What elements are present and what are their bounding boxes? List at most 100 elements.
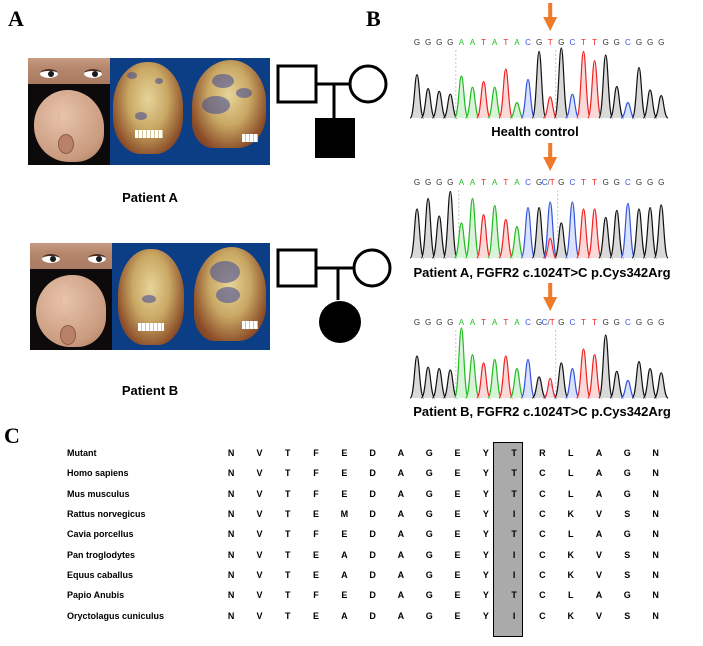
species-name: Oryctolagus cuniculus — [67, 610, 165, 621]
trace-peak-G — [553, 362, 569, 399]
trace-peak-T — [587, 59, 603, 119]
trace-peak-G — [653, 204, 669, 259]
base-call: A — [459, 38, 465, 47]
residue: I — [512, 569, 516, 580]
trace-peak-C — [520, 78, 536, 119]
residue: E — [341, 529, 348, 540]
trace-peak-T — [576, 208, 591, 259]
residue: V — [256, 529, 263, 540]
residue: A — [397, 590, 405, 601]
base-call: T — [548, 38, 553, 47]
patient-b-pedigree — [276, 248, 392, 343]
residue: A — [397, 610, 405, 621]
patient-a-face-photos — [28, 58, 110, 165]
residue: D — [369, 448, 376, 459]
trace-peak-C — [564, 367, 580, 399]
trace-peak-G — [409, 355, 425, 399]
residue: E — [313, 509, 320, 520]
trace-peak-C — [620, 101, 636, 119]
residue: A — [341, 549, 348, 560]
trace-peak-T — [576, 50, 591, 119]
base-call: G — [658, 178, 664, 187]
residue-highlighted: C — [539, 509, 546, 520]
base-call: G — [414, 318, 420, 327]
residue: N — [652, 610, 659, 621]
base-call: T — [481, 38, 486, 47]
trace-peak-G — [653, 372, 669, 399]
trace-peak-T — [576, 348, 591, 399]
base-call: G — [447, 318, 453, 327]
base-call: G — [425, 318, 431, 327]
base-call: G — [658, 38, 664, 47]
trace-peak-C — [564, 201, 580, 259]
residue: L — [567, 529, 574, 540]
residue: I — [512, 509, 516, 520]
pedigree-mother — [352, 248, 392, 288]
residue: D — [369, 529, 376, 540]
trace-peak-G — [420, 197, 436, 259]
base-call-heterozygous: C/T — [542, 178, 555, 187]
chromatogram-control-caption: Health control — [491, 124, 579, 139]
residue: N — [652, 569, 659, 580]
residue: F — [313, 448, 319, 459]
residue: E — [341, 590, 348, 601]
residue: D — [369, 569, 376, 580]
base-call: A — [492, 318, 498, 327]
residue: E — [454, 610, 461, 621]
residue: G — [425, 569, 433, 580]
residue: E — [454, 529, 461, 540]
residue: N — [227, 529, 235, 540]
base-call: G — [536, 38, 542, 47]
pedigree-father — [276, 248, 318, 288]
trace-peak-G — [642, 367, 658, 399]
residue: N — [227, 610, 235, 621]
base-call: T — [592, 38, 597, 47]
residue: V — [256, 549, 263, 560]
trace-peak-G — [642, 89, 658, 119]
pedigree-proband-affected-male — [315, 118, 355, 158]
residue: L — [567, 448, 574, 459]
residue: A — [595, 448, 603, 459]
pedigree-proband-affected-female — [319, 301, 361, 343]
species-name: Rattus norvegicus — [67, 509, 146, 520]
residue: V — [596, 509, 603, 520]
base-call: A — [459, 178, 465, 187]
panel-label-a: A — [8, 6, 24, 31]
residue: V — [596, 549, 603, 560]
base-call: G — [436, 318, 442, 327]
base-call: G — [558, 318, 564, 327]
residue: G — [425, 448, 433, 459]
residue: E — [454, 549, 461, 560]
chromatogram-patient-a-caption: Patient A, FGFR2 c.1024T>C p.Cys342Arg — [413, 265, 671, 280]
base-call: G — [636, 38, 642, 47]
base-call: G — [536, 318, 542, 327]
residue: A — [595, 529, 603, 540]
residue: L — [567, 590, 574, 601]
residue: F — [313, 468, 319, 479]
base-call: G — [414, 38, 420, 47]
base-call: G — [603, 178, 609, 187]
residue: Y — [482, 488, 489, 499]
trace-peak-G — [598, 216, 614, 259]
residue: E — [454, 448, 461, 459]
residue: D — [369, 488, 376, 499]
residue: G — [425, 509, 433, 520]
trace-peak-T — [587, 208, 603, 259]
residue: Y — [482, 468, 489, 479]
base-call: G — [636, 178, 642, 187]
base-call: T — [503, 318, 508, 327]
residue: E — [313, 569, 320, 580]
residue: G — [623, 590, 631, 601]
residue: T — [284, 569, 291, 580]
residue: F — [313, 590, 319, 601]
trace-peak-secondary-T — [543, 237, 557, 259]
base-call: G — [425, 38, 431, 47]
pedigree-father — [276, 64, 318, 104]
residue: T — [511, 448, 517, 459]
residue: D — [369, 590, 376, 601]
residue: N — [227, 468, 235, 479]
residue-highlighted: C — [539, 529, 546, 540]
patient-a-pedigree — [276, 64, 388, 158]
trace-peak-G — [442, 190, 458, 259]
